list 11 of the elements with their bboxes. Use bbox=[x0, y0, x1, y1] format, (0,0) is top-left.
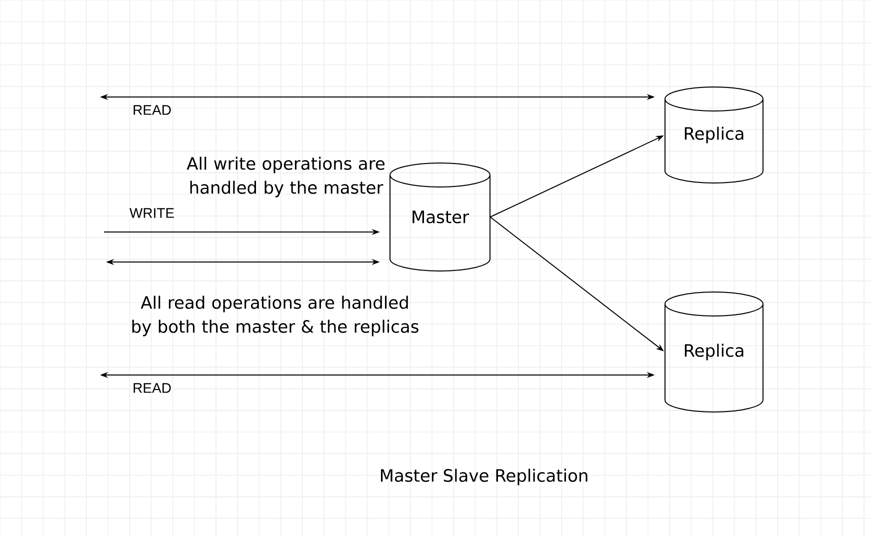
database-cylinder: Replica bbox=[664, 86, 764, 184]
note-text: All read operations are handled by both the master & the replicas bbox=[132, 296, 418, 336]
node-label: Replica bbox=[684, 126, 744, 144]
node-label: Master bbox=[412, 210, 470, 224]
edge-label: WRITE bbox=[128, 207, 176, 219]
edge-label: READ bbox=[132, 104, 172, 116]
edge-label: READ bbox=[132, 382, 172, 394]
database-cylinder: Master bbox=[390, 162, 490, 272]
node-label: Replica bbox=[684, 344, 744, 360]
database-cylinder: Replica bbox=[664, 292, 764, 412]
caption: Master Slave Replication bbox=[380, 468, 588, 486]
